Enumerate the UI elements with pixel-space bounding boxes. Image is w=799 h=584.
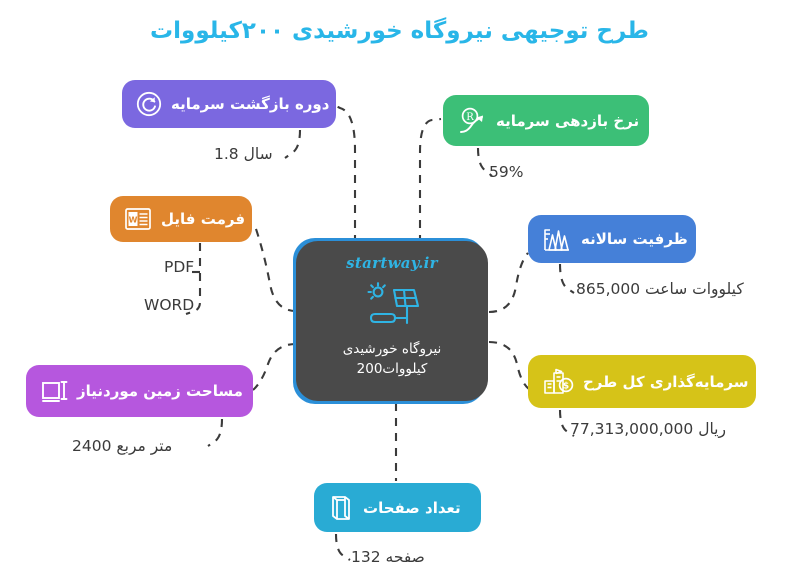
branch-node-roi[interactable]: R نرخ بازدهی سرمایه	[443, 95, 649, 146]
branch-node-annual-capacity[interactable]: ظرفیت سالانه	[528, 215, 696, 263]
branch-value-total-investment: ریال 77,313,000,000	[570, 420, 726, 438]
money-building-icon: $	[542, 368, 574, 396]
brand-label: startway.ir	[346, 254, 438, 272]
branch-node-land-area[interactable]: مساحت زمین موردنیاز	[26, 365, 253, 417]
branch-label-file-format: فرمت فایل	[161, 210, 246, 228]
connector-central-to-fileformat	[253, 222, 297, 313]
central-label-line-2: کیلووات200	[356, 360, 428, 377]
branch-value-roi: 59%	[489, 163, 524, 181]
connector-central-to-landarea	[252, 342, 297, 391]
svg-text:$: $	[563, 381, 569, 391]
branch-label-page-count: تعداد صفحات	[363, 498, 461, 517]
connector-landarea-to-value	[207, 418, 224, 447]
central-node[interactable]: startway.ir	[296, 241, 488, 401]
connector-central-to-roi	[418, 117, 442, 243]
central-node-label: نیروگاه خورشیدی کیلووات200	[335, 340, 450, 379]
central-label-line-1: نیروگاه خورشیدی	[342, 341, 442, 357]
connector-pages-to-value	[334, 533, 351, 561]
roi-arrow-icon: R	[457, 107, 487, 135]
book-icon	[328, 494, 354, 522]
connector-central-to-capacity	[488, 252, 529, 314]
branch-value-file-format-word: WORD	[144, 296, 195, 314]
branch-label-land-area: مساحت زمین موردنیاز	[77, 382, 243, 400]
connector-capacity-to-value	[558, 263, 575, 294]
branch-node-total-investment[interactable]: $ سرمایه‌گذاری کل طرح	[528, 355, 756, 408]
solar-panel-icon	[361, 280, 423, 332]
branch-value-annual-capacity: کیلووات ساعت 865,000	[576, 280, 744, 298]
branch-value-payback-period: سال 1.8	[214, 145, 273, 163]
branch-value-file-format-pdf: PDF	[164, 258, 195, 276]
branch-label-payback-period: دوره بازگشت سرمایه	[171, 95, 330, 113]
connector-payback-to-value	[284, 129, 302, 159]
branch-value-land-area: متر مربع 2400	[72, 437, 173, 455]
branch-label-annual-capacity: ظرفیت سالانه	[581, 230, 688, 248]
page-title: طرح توجیهی نیروگاه خورشیدی ۲۰۰کیلووات	[150, 18, 649, 44]
branch-label-total-investment: سرمایه‌گذاری کل طرح	[583, 372, 749, 391]
svg-text:R: R	[466, 112, 474, 123]
word-document-icon: W	[124, 206, 152, 232]
rotate-refresh-icon	[136, 91, 162, 117]
branch-node-file-format[interactable]: W فرمت فایل	[110, 196, 252, 242]
area-measure-icon	[40, 378, 68, 404]
power-plant-chart-icon	[542, 226, 572, 252]
branch-label-roi: نرخ بازدهی سرمایه	[496, 111, 640, 130]
svg-text:W: W	[129, 216, 138, 225]
branch-node-payback-period[interactable]: دوره بازگشت سرمایه	[122, 80, 336, 128]
connector-central-to-payback	[335, 105, 357, 243]
branch-node-page-count[interactable]: تعداد صفحات	[314, 483, 481, 532]
connector-central-to-investment	[488, 340, 530, 390]
branch-value-page-count: صفحه 132	[351, 548, 425, 566]
